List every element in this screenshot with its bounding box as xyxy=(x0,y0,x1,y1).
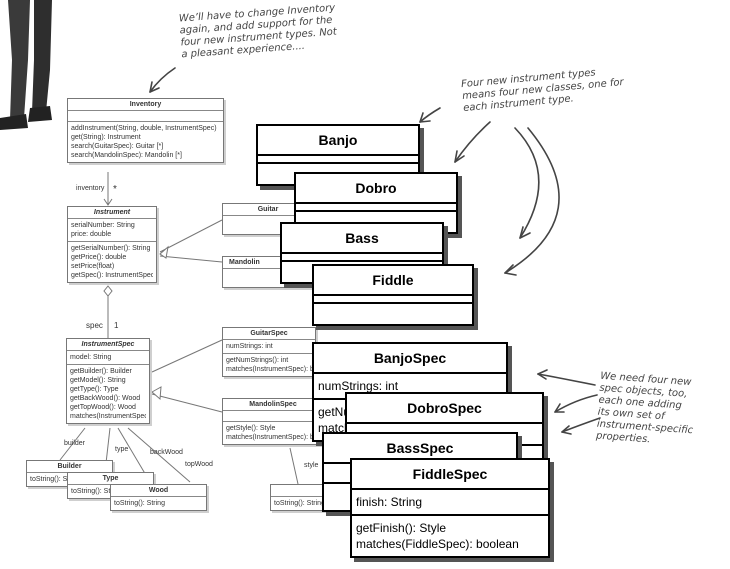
class-title: Mandolin xyxy=(223,257,313,269)
method: getNumStrings(): int xyxy=(226,357,289,364)
style-label: style xyxy=(304,462,319,469)
method: getBackWood(): Wood xyxy=(70,395,141,402)
method: setPrice(float) xyxy=(71,263,115,270)
attribute: numStrings: int xyxy=(226,343,273,350)
class-title: Instrument xyxy=(68,207,156,219)
class-attributes xyxy=(282,254,442,262)
enum-methods: toString(): String xyxy=(68,485,153,498)
method: getSpec(): InstrumentSpec xyxy=(71,272,153,279)
inventory-class: Inventory addInstrument(String, double, … xyxy=(67,98,224,163)
class-title: FiddleSpec xyxy=(352,460,548,490)
type-label: type xyxy=(115,446,129,453)
method: getTopWood(): Wood xyxy=(70,404,136,411)
method: get(String): Instrument xyxy=(71,134,141,141)
attribute: model: String xyxy=(70,354,112,361)
fiddle-class: Fiddle xyxy=(312,264,474,326)
person-legs-illustration xyxy=(0,0,52,130)
method: getFinish(): Style xyxy=(356,521,447,535)
class-title: Guitar xyxy=(223,204,313,216)
builder-label: builder xyxy=(64,440,86,447)
attribute: numStrings: int xyxy=(318,379,399,393)
class-title: GuitarSpec xyxy=(223,328,315,340)
method: matches(FiddleSpec): boolean xyxy=(356,537,519,551)
method: matches(InstrumentSpec): boolean xyxy=(226,366,312,373)
attribute: finish: String xyxy=(356,495,423,509)
enum-methods: toString(): String xyxy=(27,473,112,486)
method: getBuilder(): Builder xyxy=(70,368,132,375)
instrument-class: Instrument serialNumber: String price: d… xyxy=(67,206,157,283)
method: toString(): String xyxy=(71,488,122,495)
method: matches(InstrumentSpec): boolean xyxy=(70,413,146,420)
method: search(GuitarSpec): Guitar [*] xyxy=(71,143,164,150)
attribute: price: double xyxy=(71,231,112,238)
method: getModel(): String xyxy=(70,377,126,384)
method: getStyle(): Style xyxy=(226,425,276,432)
method: toString(): String xyxy=(274,500,325,507)
wood-enum: Wood toString(): String xyxy=(110,484,207,511)
method: getType(): Type xyxy=(70,386,119,393)
class-methods: getStyle(): Style matches(InstrumentSpec… xyxy=(223,422,323,444)
class-title: Inventory xyxy=(68,99,223,111)
enum-methods: toString(): String xyxy=(111,497,206,510)
class-attributes xyxy=(223,411,323,422)
mandolin-spec-class: MandolinSpec getStyle(): Style matches(I… xyxy=(222,398,324,445)
class-attributes xyxy=(258,156,418,164)
class-methods: getNumStrings(): int matches(InstrumentS… xyxy=(223,354,315,376)
method: toString(): String xyxy=(114,500,165,507)
method: getSerialNumber(): String xyxy=(71,245,151,252)
class-methods xyxy=(314,304,472,324)
class-methods: getFinish(): Style matches(FiddleSpec): … xyxy=(352,516,548,556)
class-attributes: numStrings: int xyxy=(223,340,315,354)
method: toString(): String xyxy=(30,476,81,483)
instrument-spec-class: InstrumentSpec model: String getBuilder(… xyxy=(66,338,150,424)
enum-methods: toString(): String xyxy=(271,497,356,510)
class-attributes xyxy=(68,111,223,122)
class-attributes xyxy=(314,296,472,304)
method: addInstrument(String, double, Instrument… xyxy=(71,125,217,132)
class-title: InstrumentSpec xyxy=(67,339,149,351)
class-methods: addInstrument(String, double, Instrument… xyxy=(68,122,223,162)
class-attributes: serialNumber: String price: double xyxy=(68,219,156,242)
spec-association-label: spec xyxy=(86,321,103,330)
method: matches(InstrumentSpec): boolean xyxy=(226,434,320,441)
class-attributes xyxy=(296,204,456,212)
attribute: serialNumber: String xyxy=(71,222,135,229)
guitar-spec-class: GuitarSpec numStrings: int getNumStrings… xyxy=(222,327,316,377)
class-title: MandolinSpec xyxy=(223,399,323,411)
class-attributes: finish: String xyxy=(352,490,548,516)
spec-annotation: We need four new spec objects, too, each… xyxy=(596,371,697,450)
method: getPrice(): double xyxy=(71,254,127,261)
class-title: Fiddle xyxy=(314,266,472,296)
class-title: DobroSpec xyxy=(347,394,542,424)
method: search(MandolinSpec): Mandolin [*] xyxy=(71,152,182,159)
class-title: BanjoSpec xyxy=(314,344,506,374)
multiplicity-one: 1 xyxy=(114,321,119,330)
class-title: Banjo xyxy=(258,126,418,156)
backwood-label: backWood xyxy=(150,449,183,456)
topwood-label: topWood xyxy=(185,461,213,468)
multiplicity-star: * xyxy=(113,184,117,195)
enum-title: Wood xyxy=(111,485,206,497)
class-title: Bass xyxy=(282,224,442,254)
fiddle-spec-class: FiddleSpec finish: String getFinish(): S… xyxy=(350,458,550,558)
class-methods: getBuilder(): Builder getModel(): String… xyxy=(67,365,149,423)
class-attributes: model: String xyxy=(67,351,149,365)
class-methods: getSerialNumber(): String getPrice(): do… xyxy=(68,242,156,282)
class-title: Dobro xyxy=(296,174,456,204)
inventory-association-label: inventory xyxy=(76,185,105,192)
